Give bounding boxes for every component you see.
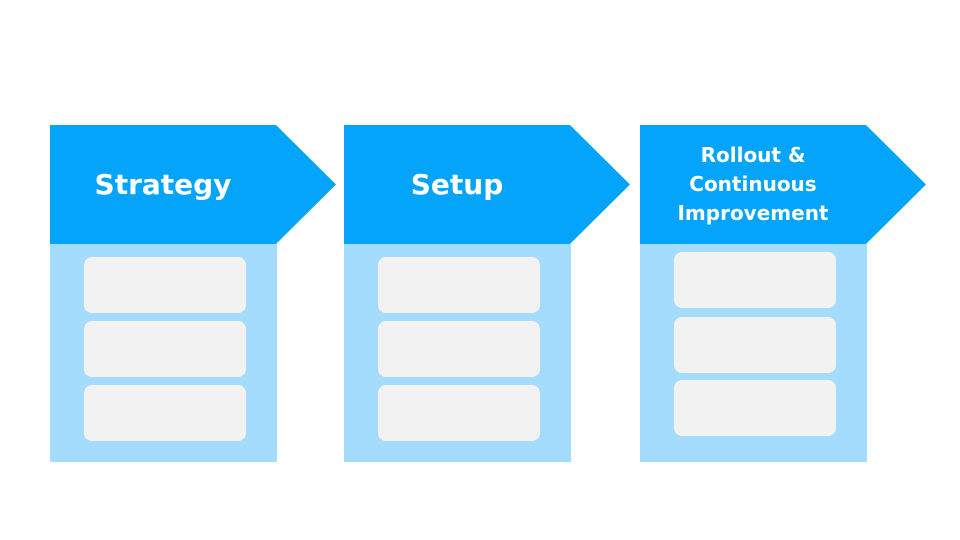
placeholder-box-1 — [378, 257, 540, 313]
placeholder-box-1 — [84, 257, 246, 313]
stage-title: Strategy — [94, 167, 232, 201]
stage-setup: Setup — [344, 0, 664, 540]
placeholder-box-3 — [378, 385, 540, 441]
placeholder-box-3 — [84, 385, 246, 441]
stage-rollout: Rollout & Continuous Improvement — [640, 0, 960, 540]
placeholder-box-2 — [378, 321, 540, 377]
stage-title: Setup — [410, 167, 504, 201]
placeholder-box-2 — [84, 321, 246, 377]
stage-strategy: Strategy — [50, 0, 370, 540]
placeholder-box-2 — [674, 317, 836, 373]
stage-header-arrow: Rollout & Continuous Improvement — [640, 125, 926, 244]
stage-body — [344, 244, 571, 462]
stage-header-arrow: Setup — [344, 125, 630, 244]
stage-header-arrow: Strategy — [50, 125, 336, 244]
placeholder-box-3 — [674, 380, 836, 436]
stage-body — [640, 244, 867, 462]
placeholder-box-1 — [674, 252, 836, 308]
stage-body — [50, 244, 277, 462]
stage-title: Rollout & Continuous Improvement — [677, 143, 829, 225]
